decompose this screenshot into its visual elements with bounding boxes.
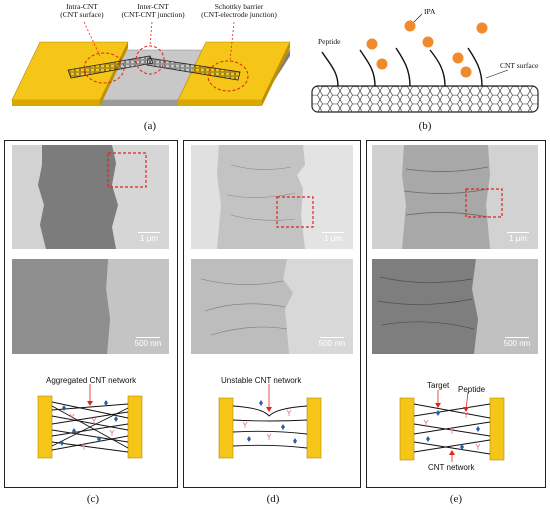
peptide-chains bbox=[321, 47, 483, 87]
network-label-d: Unstable CNT network bbox=[221, 376, 302, 385]
intra-cnt-circle bbox=[83, 52, 125, 84]
scale-bar-c-bottom-text: 500 nm bbox=[134, 339, 162, 348]
scale-bar-c-bottom: 500 nm bbox=[131, 337, 165, 348]
scale-bar-d-bottom-text: 500 nm bbox=[318, 339, 346, 348]
electrode-c-right bbox=[127, 395, 143, 459]
inter-cnt-label: Inter-CNT (CNT-CNT junction) bbox=[118, 3, 188, 19]
network-label-e: CNT network bbox=[428, 463, 475, 472]
schottky-title: Schottky barrier bbox=[214, 2, 264, 11]
ipa-molecules bbox=[366, 20, 488, 78]
ipa-label: IPA bbox=[424, 7, 436, 16]
network-label-c: Aggregated CNT network bbox=[46, 376, 137, 385]
inter-cnt-subtitle: (CNT-CNT junction) bbox=[121, 10, 185, 19]
cnt-surface-label: CNT surface bbox=[500, 61, 539, 70]
scale-bar-d-top: 1 μm bbox=[319, 232, 347, 243]
panel-a: Intra-CNT (CNT surface) Inter-CNT (CNT-C… bbox=[0, 0, 300, 130]
panel-c-letter: (c) bbox=[86, 493, 100, 505]
panel-e-letter: (e) bbox=[449, 493, 463, 505]
panel-a-letter: (a) bbox=[143, 120, 157, 132]
intra-cnt-subtitle: (CNT surface) bbox=[60, 10, 104, 19]
electrode-c-left bbox=[37, 395, 53, 459]
electrode-d-left bbox=[218, 397, 234, 459]
schottky-subtitle: (CNT-electrode junction) bbox=[201, 10, 277, 19]
panel-b: Peptide IPA CNT surface bbox=[300, 0, 550, 130]
cnt-tube-right bbox=[146, 57, 241, 81]
inter-cnt-title: Inter-CNT bbox=[137, 2, 169, 11]
peptide-label-e: Peptide bbox=[458, 385, 486, 394]
scale-bar-d-top-text: 1 μm bbox=[324, 234, 342, 243]
scale-bar-e-top-text: 1 μm bbox=[509, 234, 527, 243]
electrode-d-right bbox=[306, 397, 322, 459]
panel-d-letter: (d) bbox=[266, 493, 280, 505]
scale-bar-e-bottom: 500 nm bbox=[500, 337, 534, 348]
network-diagram-d bbox=[218, 384, 322, 459]
intra-cnt-title: Intra-CNT bbox=[66, 2, 98, 11]
sem-image-e-bottom: 500 nm bbox=[372, 259, 538, 354]
target-label-e: Target bbox=[427, 381, 450, 390]
cnt-device-illustration bbox=[11, 21, 291, 106]
scale-bar-c-top-text: 1 μm bbox=[140, 234, 158, 243]
schottky-label: Schottky barrier (CNT-electrode junction… bbox=[194, 3, 284, 19]
sem-image-d-top: 1 μm bbox=[191, 145, 353, 249]
electrode-e-left bbox=[399, 397, 415, 461]
sem-image-c-bottom: 500 nm bbox=[12, 259, 169, 354]
intra-cnt-label: Intra-CNT (CNT surface) bbox=[52, 3, 112, 19]
network-diagram-c bbox=[37, 384, 143, 459]
electrode-e-right bbox=[489, 397, 505, 461]
peptide-cnt-illustration bbox=[311, 13, 539, 113]
panel-b-letter: (b) bbox=[418, 120, 432, 132]
scale-bar-e-bottom-text: 500 nm bbox=[503, 339, 531, 348]
sem-image-c-top: 1 μm bbox=[12, 145, 169, 249]
peptide-label: Peptide bbox=[318, 37, 341, 46]
cnt-surface bbox=[311, 85, 539, 113]
scale-bar-d-bottom: 500 nm bbox=[315, 337, 349, 348]
scale-bar-e-top: 1 μm bbox=[504, 232, 532, 243]
sem-image-e-top: 1 μm bbox=[372, 145, 538, 249]
schottky-circle bbox=[207, 60, 249, 92]
network-diagram-e bbox=[399, 390, 505, 462]
sem-image-d-bottom: 500 nm bbox=[191, 259, 353, 354]
scale-bar-c-top: 1 μm bbox=[135, 232, 163, 243]
